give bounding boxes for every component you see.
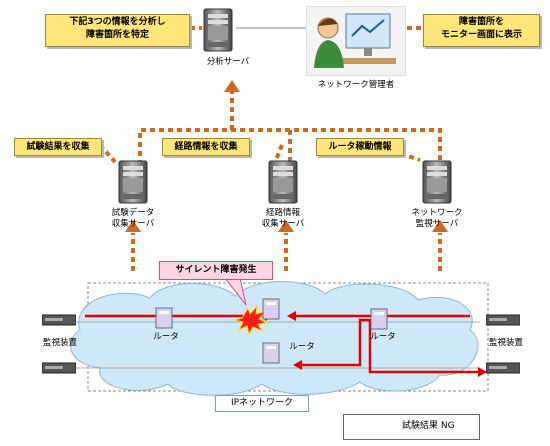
analysis-callout-line-1: 下記3つの情報を分析し: [69, 17, 166, 27]
monitor-callout-line-1: 障害箇所を: [458, 17, 504, 27]
router-icon-right: [370, 308, 388, 330]
flow-arrows: [98, 26, 442, 271]
fault-arrow-head-3: [293, 360, 302, 370]
legend: [343, 414, 480, 440]
monitor-device-icon-right-top: [486, 314, 520, 326]
network-admin-label: ネットワーク管理者: [317, 80, 395, 90]
monitor-device-icon-left-top: [42, 314, 76, 326]
silent-failure-alert: サイレント障害発生: [159, 261, 273, 280]
monitor-server-label: ネットワーク 監視サーバ: [411, 208, 463, 229]
route-info-callout: 経路情報を収集: [162, 138, 250, 156]
fault-path: [85, 314, 485, 374]
router-label-right: ルータ: [370, 332, 396, 342]
router-icon-left: [155, 307, 173, 329]
analysis-server-label: 分析サーバ: [206, 57, 250, 67]
router-status-callout: ルータ稼動情報: [316, 138, 404, 156]
fault-burst-icon: [233, 304, 269, 336]
monitor-device-label-right: 監視装置: [488, 338, 523, 348]
monitor-callout-line-2: モニター画面に表示: [440, 30, 522, 40]
test-server-label: 試験データ 収集サーバ: [111, 208, 155, 229]
flow-arrow-heads: [125, 80, 448, 232]
monitor-callout: 障害箇所を モニター画面に表示: [423, 14, 540, 47]
router-icon-top-center: [262, 298, 280, 320]
monitor-device-label-left: 監視装置: [42, 338, 77, 348]
fault-arrow-head-4: [478, 367, 487, 377]
monitor-device-icon-right-bottom: [486, 362, 520, 374]
monitor-device-icon-left-bottom: [42, 362, 76, 374]
route-server-label: 経路情報 収集サーバ: [261, 208, 305, 229]
router-label-left: ルータ: [153, 332, 179, 342]
analysis-server-icon: [203, 8, 233, 52]
network-monitor-server-icon: [422, 160, 452, 204]
test-data-server-icon: [118, 160, 148, 204]
test-results-callout: 試験結果を収集: [14, 138, 102, 156]
legend-label: 試験結果 NG: [402, 421, 455, 431]
ip-network-label: IPネットワーク: [215, 395, 309, 412]
route-info-server-icon: [268, 160, 298, 204]
router-icon-center: [262, 342, 280, 364]
network-admin-icon: [306, 6, 406, 76]
fault-arrow-head-2: [287, 311, 296, 321]
analysis-callout-line-2: 障害箇所を特定: [85, 30, 149, 40]
analysis-callout: 下記3つの情報を分析し 障害箇所を特定: [45, 14, 190, 47]
router-label-center: ルータ: [289, 342, 315, 352]
